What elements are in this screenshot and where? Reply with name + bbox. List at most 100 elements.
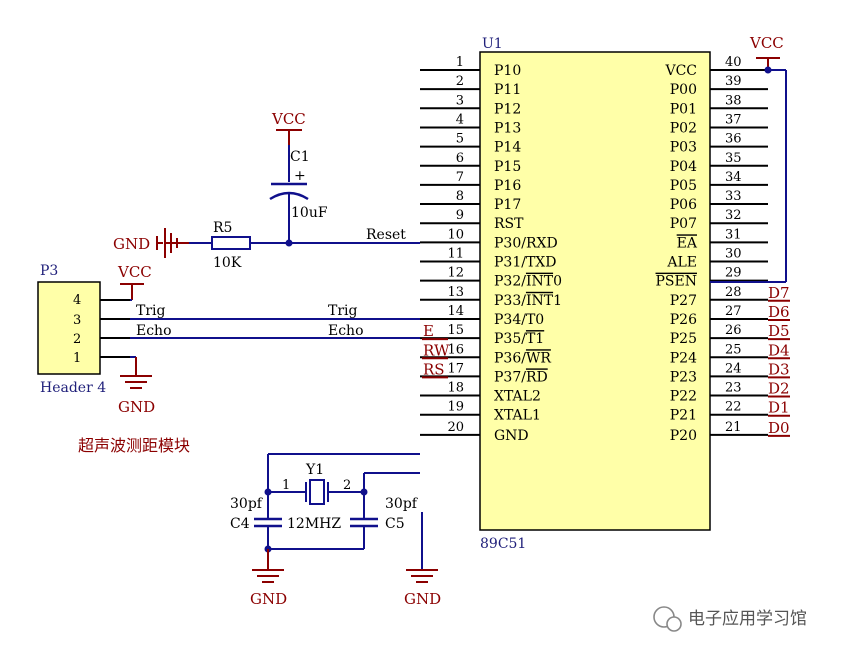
left-pin-label: GND [494, 428, 529, 444]
left-pin-label: XTAL1 [494, 408, 541, 424]
junction-dot [764, 66, 772, 74]
junction-dot [360, 488, 368, 496]
gnd-label-header: GND [118, 398, 155, 416]
r5-value: 10K [213, 255, 242, 271]
chip-part: 89C51 [480, 536, 526, 552]
chip-body [479, 51, 711, 531]
port-net-label: D4 [768, 341, 790, 359]
right-pin-label: P02 [670, 120, 697, 136]
right-pin-label: P06 [670, 197, 697, 213]
left-pin-number: 13 [447, 285, 464, 300]
left-pin-label: P32/INT0 [494, 274, 562, 290]
left-pin-label: P35/T1 [494, 331, 544, 347]
left-pin-number: 8 [456, 189, 464, 204]
right-pin-label: PSEN [656, 274, 697, 290]
port-net-label: D7 [768, 284, 790, 302]
right-pins: 40VCC39P0038P0137P0236P0335P0434P0533P06… [656, 55, 768, 444]
right-pin-label: ALE [666, 255, 697, 271]
header-pin2: 2 [73, 332, 81, 347]
port-net-label: D6 [768, 303, 790, 321]
left-pin-number: 6 [456, 151, 464, 166]
right-pin-label: P23 [670, 369, 697, 385]
chip-designator: U1 [482, 36, 503, 52]
right-pin-number: 39 [725, 74, 742, 89]
right-pin-label: P05 [670, 178, 697, 194]
right-pin-number: 38 [725, 93, 742, 108]
left-pin-label: P17 [494, 197, 521, 213]
r5-ref: R5 [213, 220, 232, 236]
left-pin-label: P30/RXD [494, 235, 558, 251]
left-pin-number: 14 [447, 304, 464, 319]
left-pins: 1P102P113P124P135P146P157P168P179RST10P3… [420, 55, 562, 444]
left-pin-number: 5 [456, 132, 464, 147]
left-pin-number: 1 [456, 55, 464, 70]
control-net-label: RS [423, 360, 445, 378]
y1-pin2: 2 [343, 478, 351, 493]
left-pin-label: P16 [494, 178, 521, 194]
vcc-label-c1: VCC [271, 110, 306, 128]
y1-ref: Y1 [305, 462, 324, 478]
right-pin-number: 37 [725, 112, 742, 127]
left-pin-number: 16 [447, 342, 464, 357]
c4-value: 30pf [230, 496, 264, 512]
header-body [37, 281, 101, 375]
left-pin-number: 4 [456, 112, 464, 127]
pin20-gnd: GND [404, 512, 441, 608]
right-pin-number: 30 [725, 247, 742, 262]
right-pin-label: EA [677, 235, 698, 251]
c5-value: 30pf [385, 496, 419, 512]
right-pin-label: VCC [664, 63, 697, 79]
right-pin-number: 22 [725, 400, 742, 415]
module-label: 超声波测距模块 [78, 436, 190, 455]
left-pin-label: XTAL2 [494, 389, 541, 405]
c4-ref: C4 [230, 516, 250, 532]
header-name: Header 4 [40, 380, 106, 396]
left-pin-number: 15 [447, 323, 464, 338]
watermark: 电子应用学习馆 [653, 606, 807, 632]
left-pin-label: P13 [494, 120, 521, 136]
right-pin-number: 21 [725, 420, 742, 435]
right-pin-number: 32 [725, 208, 742, 223]
port-net-label: D1 [768, 399, 790, 417]
left-pin-number: 2 [456, 74, 464, 89]
left-pin-label: P15 [494, 159, 521, 175]
header-pin1: 1 [73, 351, 81, 366]
left-pin-label: P31/TXD [494, 255, 556, 271]
left-pin-number: 19 [447, 400, 464, 415]
left-pin-label: P14 [494, 140, 521, 156]
reset-circuit: VCC C1 + 10uF R5 10K Reset GND [113, 110, 420, 271]
left-pin-number: 10 [447, 227, 464, 242]
control-net-label: RW [423, 341, 450, 359]
echo-label-left: Echo [136, 323, 172, 339]
right-pin-number: 28 [725, 285, 742, 300]
right-pin-number: 26 [725, 323, 742, 338]
left-pin-label: P37/RD [494, 369, 548, 385]
left-pin-label: P12 [494, 101, 521, 117]
watermark-text: 电子应用学习馆 [688, 609, 807, 629]
right-pin-number: 24 [725, 361, 742, 376]
c1-polarity: + [294, 168, 306, 184]
right-pin-number: 35 [725, 151, 742, 166]
vcc-pin40-group: VCC [710, 34, 787, 283]
header-ref: P3 [40, 263, 58, 279]
gnd-label-r5: GND [113, 235, 150, 253]
right-pin-label: P25 [670, 331, 697, 347]
y1-crystal [309, 479, 325, 505]
header-pin3: 3 [73, 313, 81, 328]
right-pin-number: 27 [725, 304, 742, 319]
y1-pin1: 1 [282, 478, 290, 493]
right-pin-number: 34 [725, 170, 742, 185]
right-pin-label: P04 [670, 159, 697, 175]
right-pin-label: P26 [670, 312, 697, 328]
right-pin-label: P24 [670, 350, 697, 366]
trig-label-right: Trig [328, 303, 358, 319]
left-pin-number: 18 [447, 381, 464, 396]
gnd-label-pin20: GND [404, 590, 441, 608]
left-pin-number: 17 [447, 361, 464, 376]
left-pin-number: 9 [456, 208, 464, 223]
right-pin-number: 40 [725, 55, 742, 70]
right-pin-label: P00 [670, 82, 697, 98]
junction-dot [264, 488, 272, 496]
